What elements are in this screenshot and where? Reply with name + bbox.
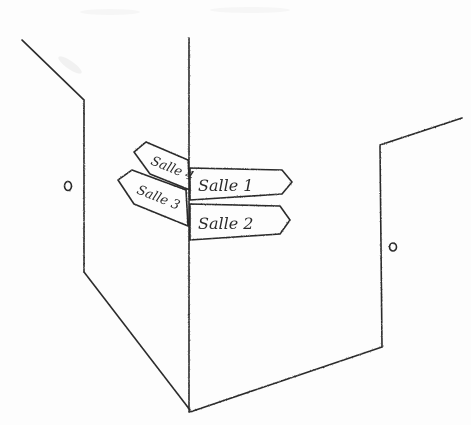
floor-right-edge xyxy=(190,347,382,412)
door-knob-icon xyxy=(390,243,397,251)
sign-label-salle-3: Salle 3 xyxy=(135,183,182,214)
door-knob-icon xyxy=(65,182,72,191)
sign-label-salle-1: Salle 1 xyxy=(198,176,253,195)
right-door-frame xyxy=(380,118,462,347)
sign-label-salle-2: Salle 2 xyxy=(198,214,253,233)
floor-left-edge xyxy=(84,272,190,410)
paper-smudges xyxy=(56,7,290,76)
